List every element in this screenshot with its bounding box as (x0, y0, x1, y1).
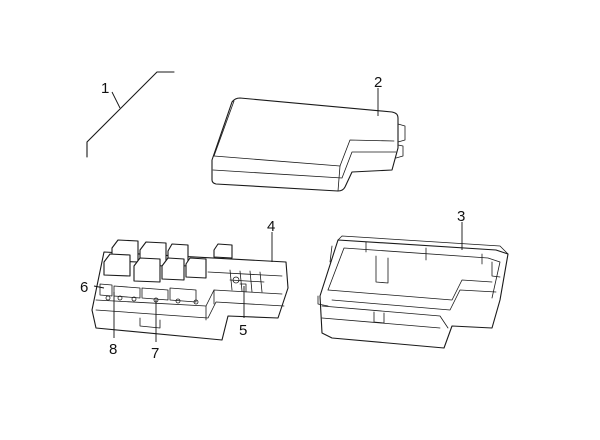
callout-5: 5 (239, 322, 247, 339)
leader-lines (93, 88, 463, 342)
callout-7: 7 (151, 345, 159, 362)
callout-2: 2 (374, 74, 382, 91)
part-4-relay-block (91, 239, 289, 341)
callout-4: 4 (267, 218, 275, 235)
leader-6 (93, 285, 105, 289)
leader-1 (111, 91, 121, 109)
callout-1: 1 (101, 80, 109, 97)
part-1-bracket (86, 71, 175, 158)
part-2-cover (211, 97, 406, 192)
callout-3: 3 (457, 208, 465, 225)
callout-6: 6 (80, 279, 88, 296)
callout-labels: 1 2 3 4 5 6 7 8 (80, 74, 465, 362)
callout-8: 8 (109, 341, 117, 358)
part-3-housing (317, 235, 509, 349)
